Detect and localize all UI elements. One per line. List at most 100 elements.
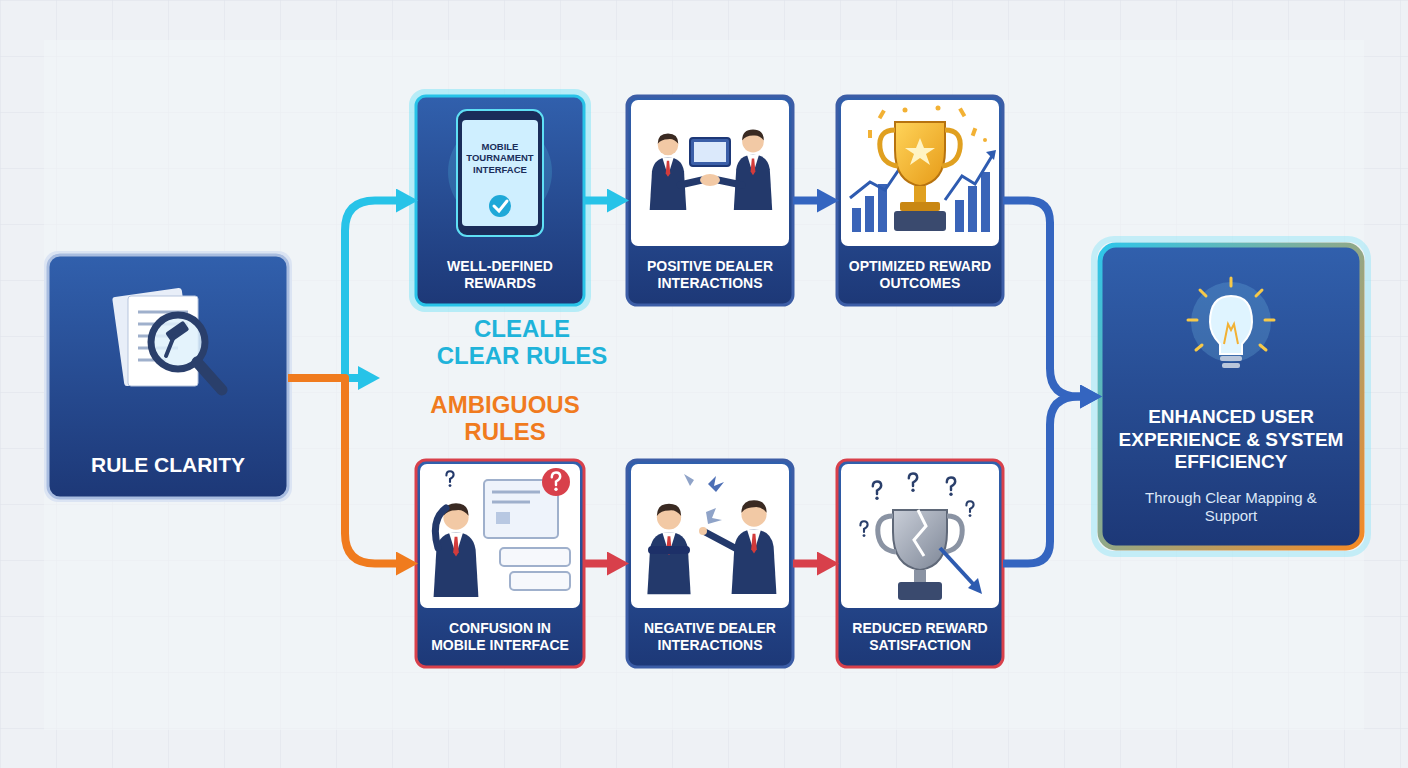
node-label: CONFUSION IN MOBILE INTERFACE [422, 620, 578, 654]
process-box: REDUCED REWARD SATISFACTION [837, 460, 1003, 667]
confusion-card-part [496, 512, 510, 524]
node-label: RULE CLARITY [91, 452, 245, 477]
flow-arrow [584, 560, 613, 568]
check-badge [489, 195, 511, 217]
enhanced-card-part [1100, 245, 1362, 548]
question-badge [542, 468, 570, 496]
flow-arrow [1003, 201, 1086, 397]
optimized-card [837, 96, 1003, 305]
positive-dealer-card-part [700, 174, 720, 186]
bulb-icon-part-part [1200, 290, 1206, 296]
confusion-card-part [492, 492, 540, 502]
negative-dealer-card-part [627, 460, 793, 667]
bulb-icon-part-part [1265, 319, 1274, 322]
phone [457, 110, 543, 236]
enhanced-card [1094, 239, 1368, 554]
document-icon-part [197, 362, 222, 390]
confusion-card-part [420, 464, 580, 608]
optimized-card-part [841, 100, 999, 246]
confusion-card-part [446, 471, 453, 487]
bar-chart-part [852, 208, 861, 232]
broken-trophy-part [898, 582, 942, 600]
text-holder: REDUCED REWARD SATISFACTION [843, 612, 997, 662]
optimized-card-part [850, 168, 900, 198]
confusion-card-part [416, 460, 584, 667]
negative-dealer-card-part [705, 532, 735, 548]
conflict-marks-part [708, 476, 724, 492]
negative-dealer-card-part [699, 527, 707, 535]
confetti-part [971, 128, 977, 137]
flow-arrow [288, 378, 402, 564]
bulb-icon-part [1191, 282, 1271, 362]
document-icon [112, 288, 222, 390]
trophy-part [914, 186, 926, 202]
outcome-box: ENHANCED USER EXPERIENCE & SYSTEM EFFICI… [1100, 245, 1362, 548]
broken-trophy-part [914, 510, 926, 556]
bar-chart-part [865, 196, 874, 232]
text-holder: ENHANCED USER EXPERIENCE & SYSTEM EFFICI… [1110, 401, 1352, 479]
conflict-marks-part [706, 508, 722, 524]
trophy-part [880, 130, 898, 166]
bulb-icon-part-part [1256, 290, 1262, 296]
reduced-card-part [841, 464, 999, 608]
rule-clarity-card-part [44, 251, 292, 502]
rule-clarity-card [44, 251, 292, 502]
text-holder: RULE CLARITY [58, 445, 278, 485]
node-label: NEGATIVE DEALER INTERACTIONS [633, 620, 787, 654]
conflict-marks [684, 474, 724, 524]
broken-trophy-part [878, 516, 896, 552]
bulb-icon-part [1222, 363, 1240, 368]
branch-label: CLEALE CLEAR RULES [433, 316, 611, 370]
confusion-card-part [552, 472, 560, 490]
bulb-icon [1188, 278, 1274, 368]
positive-dealer-card-part [650, 133, 687, 210]
positive-dealer-card-part [734, 130, 772, 210]
flow-arrow [288, 201, 402, 379]
question-marks-part [909, 473, 917, 491]
text-holder: MOBILE TOURNAMENT INTERFACE [462, 130, 538, 186]
flow-arrow [584, 197, 613, 205]
conflict-marks-part [684, 474, 694, 486]
process-box: NEGATIVE DEALER INTERACTIONS [627, 460, 793, 667]
bulb-icon-part-part [1260, 345, 1266, 350]
trophy [880, 122, 960, 231]
text-holder: CONFUSION IN MOBILE INTERFACE [422, 612, 578, 662]
screen-text: MOBILE TOURNAMENT INTERFACE [462, 141, 538, 175]
text-holder: WELL-DEFINED REWARDS [422, 250, 578, 300]
document-icon-part [166, 336, 174, 356]
negative-dealer-card [627, 460, 793, 667]
trophy-part [894, 211, 946, 231]
optimized-card-part [837, 96, 1003, 305]
question-marks-part [966, 501, 973, 517]
confetti [868, 106, 987, 143]
positive-dealer-card [627, 96, 793, 305]
broken-trophy-part [944, 516, 962, 552]
positive-dealer-card-part [694, 142, 726, 162]
process-box: CONFUSION IN MOBILE INTERFACE [416, 460, 584, 667]
trophy-part [942, 130, 960, 166]
confusion-card-part [434, 503, 479, 597]
process-box: MOBILE TOURNAMENT INTERFACE WELL-DEFINED … [416, 96, 584, 305]
node-label: OPTIMIZED REWARD OUTCOMES [843, 258, 997, 292]
flow-arrow [1003, 397, 1086, 564]
confusion-card-part [435, 508, 446, 548]
node-label: REDUCED REWARD SATISFACTION [843, 620, 997, 654]
text-holder: Through Clear Mapping & Support [1120, 481, 1342, 533]
start-box: RULE CLARITY [48, 255, 288, 498]
process-box: OPTIMIZED REWARD OUTCOMES [837, 96, 1003, 305]
optimized-card-part [986, 150, 996, 160]
reduced-card-part [837, 460, 1003, 667]
phone-screen [462, 120, 538, 226]
branch-label: AMBIGUOUS RULES [416, 392, 594, 446]
bulb-icon-part [1224, 324, 1238, 344]
document-icon-part [165, 321, 189, 343]
node-label: POSITIVE DEALER INTERACTIONS [633, 258, 787, 292]
flow-arrow [793, 197, 823, 205]
confetti-part [958, 108, 966, 118]
rule-clarity-card-part [48, 255, 288, 498]
well-defined-card [412, 92, 588, 309]
confetti-part [903, 108, 908, 113]
negative-dealer-card-part [631, 464, 789, 608]
